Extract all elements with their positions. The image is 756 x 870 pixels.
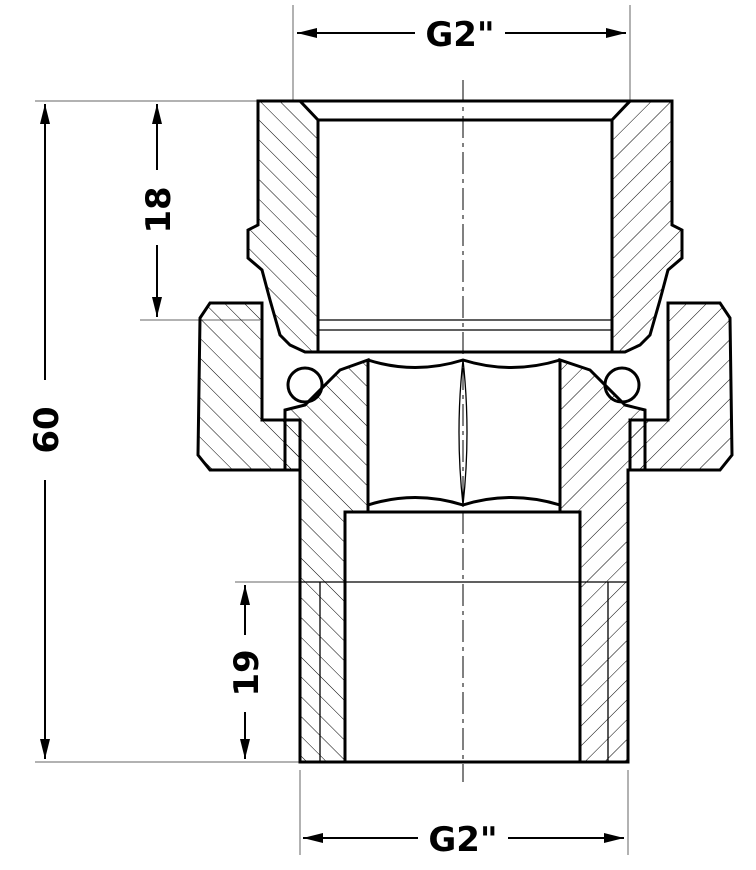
dim-overall-length: 60 — [27, 406, 67, 453]
dim-lower-depth: 19 — [227, 649, 267, 696]
dimension-overall: 60 — [27, 104, 67, 759]
dim-upper-depth: 18 — [139, 186, 179, 233]
upper-nipple — [246, 99, 684, 354]
dimension-lower: 19 — [227, 585, 267, 759]
dimension-top: G2" — [297, 15, 626, 55]
extension-lines — [35, 5, 631, 855]
dimension-upper: 18 — [139, 104, 179, 317]
dimension-bottom: G2" — [303, 820, 624, 860]
dim-top-thread: G2" — [425, 15, 494, 55]
dim-bottom-thread: G2" — [428, 820, 497, 860]
lower-body — [283, 357, 647, 764]
